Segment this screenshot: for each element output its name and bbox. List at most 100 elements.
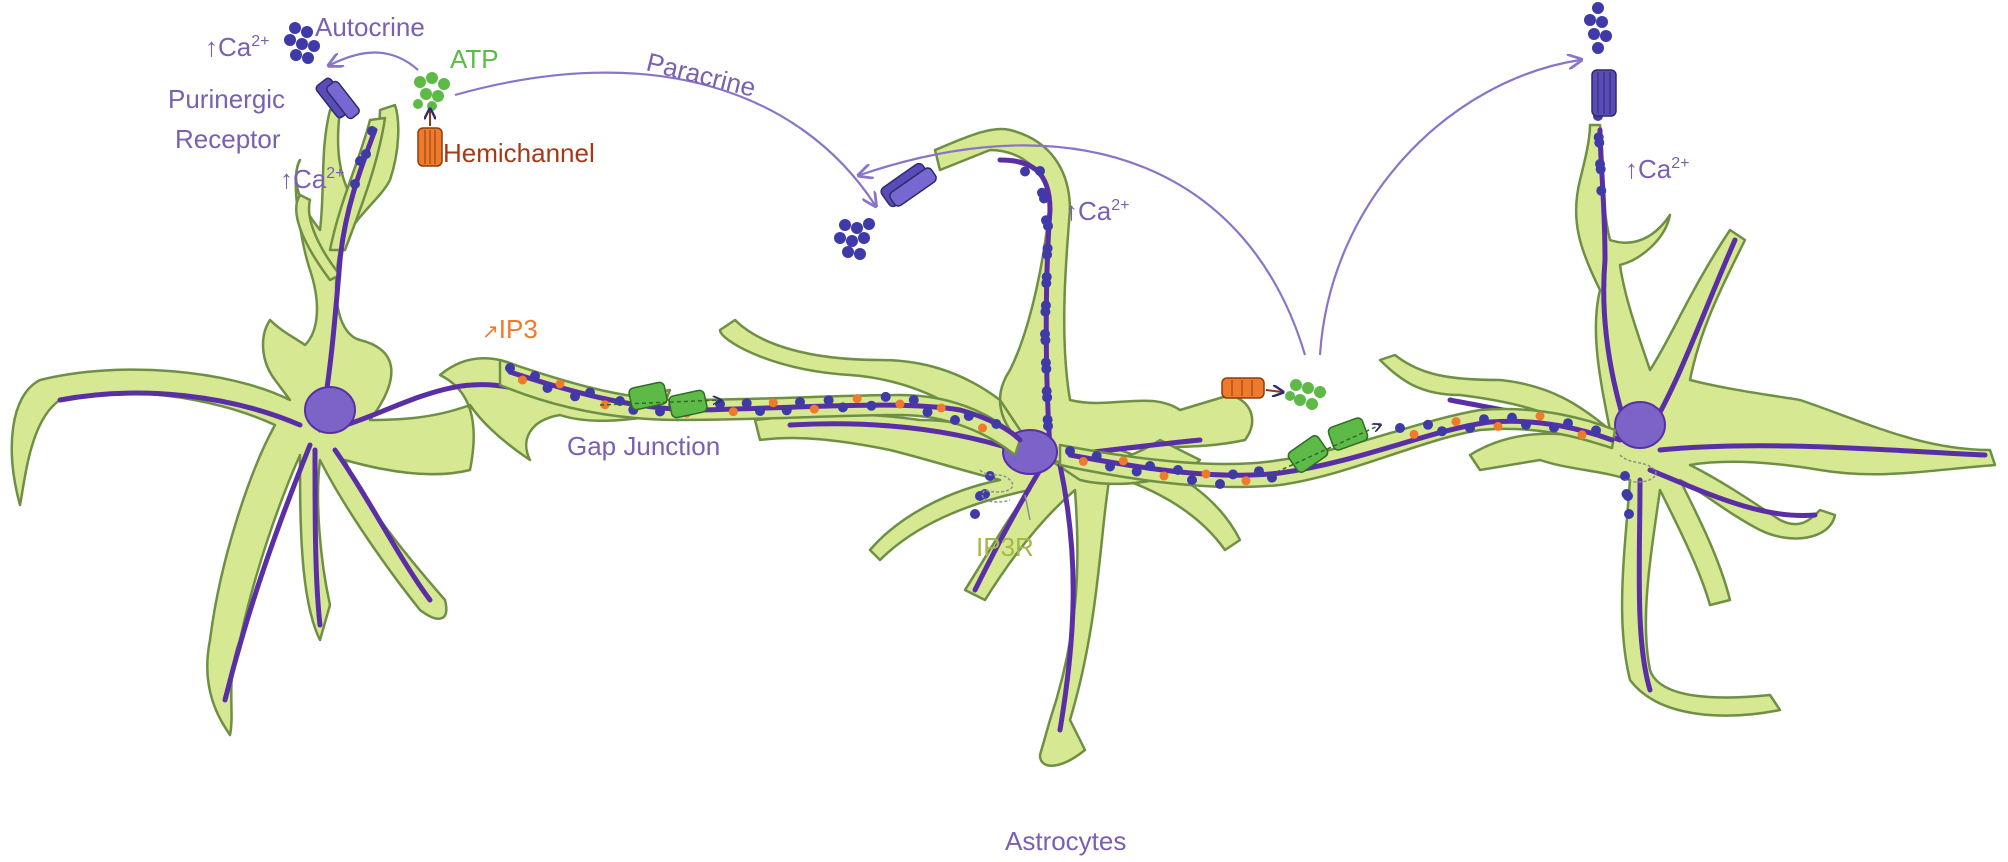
calcium-bead — [570, 391, 580, 402]
ip3-bead — [600, 400, 610, 410]
calcium-bead — [741, 398, 752, 409]
nucleus-icon — [304, 386, 356, 434]
hemichannel-icon — [417, 110, 443, 167]
autocrine-label: Autocrine — [315, 12, 425, 42]
calcium-bead — [1042, 414, 1053, 425]
ip3-bead — [1535, 411, 1545, 421]
calcium-bead — [1596, 185, 1607, 196]
hemichannel-icon — [1221, 377, 1282, 399]
astrocyte-left — [10, 103, 672, 737]
gap-junction-label: Gap Junction — [567, 431, 720, 461]
calcium-bead — [1040, 300, 1051, 311]
purinergic-receptor-icon — [1591, 69, 1617, 117]
calcium-bead — [1254, 466, 1264, 477]
calcium-bead — [355, 156, 365, 166]
calcium-bead — [1131, 466, 1142, 477]
calcium-bead — [542, 383, 553, 393]
calcium-bead — [1037, 187, 1047, 198]
calcium-label-right: ↑Ca2+ — [1625, 154, 1690, 184]
calcium-bead — [950, 415, 960, 425]
calcium-cluster-icon — [834, 218, 875, 260]
calcium-bead — [1041, 386, 1052, 397]
ip3-bead — [555, 379, 565, 389]
calcium-bead — [585, 387, 595, 398]
purinergic-receptor-icon — [315, 77, 360, 120]
calcium-bead — [1035, 166, 1045, 176]
paracrine-right-arrow — [1318, 60, 1580, 356]
calcium-bead — [837, 402, 848, 413]
calcium-bead — [1591, 425, 1601, 436]
hemichannel-label: Hemichannel — [443, 138, 595, 168]
calcium-bead — [922, 407, 933, 417]
calcium-bead — [1479, 414, 1489, 425]
ip3-bead — [518, 375, 527, 385]
autocrine-arrow — [330, 51, 419, 71]
ip3-bead — [728, 407, 738, 417]
astrocyte-middle — [718, 127, 1254, 767]
calcium-bead — [1020, 166, 1030, 177]
ip3r-label: IP3R — [976, 532, 1034, 562]
ip3-bead — [1409, 429, 1419, 439]
calcium-bead — [975, 491, 985, 501]
purinergic-receptor-label-line1: Purinergic — [168, 84, 285, 114]
calcium-bead — [1620, 471, 1630, 481]
calcium-bead — [1105, 461, 1115, 472]
calcium-bead — [1145, 461, 1155, 471]
ip3-bead — [1451, 417, 1461, 427]
calcium-bead — [1187, 475, 1197, 485]
calcium-bead — [908, 395, 919, 405]
gap-junction-icon — [1269, 417, 1380, 476]
calcium-bead — [1065, 446, 1075, 456]
ip3-bead — [1078, 457, 1088, 466]
calcium-bead — [1594, 137, 1605, 148]
ip3-label: ↗IP3 — [482, 314, 538, 344]
calcium-bead — [1623, 491, 1633, 501]
ip3-bead — [1201, 469, 1211, 479]
calcium-bead — [963, 411, 974, 421]
ip3-bead — [1159, 471, 1169, 481]
ip3-bead — [936, 403, 946, 413]
atp-cluster-icon — [1285, 379, 1326, 410]
calcium-bead — [1563, 418, 1573, 429]
calcium-cluster-icon — [284, 22, 320, 64]
calcium-bead — [1041, 215, 1051, 226]
calcium-bead — [1521, 419, 1531, 430]
calcium-bead — [1549, 422, 1559, 433]
calcium-bead — [1228, 469, 1238, 480]
ip3-bead — [1118, 456, 1128, 466]
calcium-bead — [755, 406, 765, 416]
calcium-bead — [361, 149, 371, 159]
ip3-receptor-icon — [979, 454, 1657, 521]
calcium-ip3-beads — [350, 111, 1634, 519]
calcium-bead — [823, 395, 834, 406]
calcium-bead — [1267, 472, 1277, 483]
calcium-bead — [1507, 412, 1517, 423]
calcium-label-middle: ↑Ca2+ — [1065, 196, 1130, 226]
calcium-bead — [1040, 357, 1051, 368]
calcium-bead — [1595, 164, 1606, 175]
calcium-bead — [1173, 465, 1183, 475]
purinergic-receptor-icon — [880, 162, 937, 208]
calcium-bead — [991, 419, 1002, 429]
calcium-bead — [1091, 451, 1102, 461]
ip3-bead — [768, 398, 778, 408]
atp-cluster-icon — [413, 72, 450, 111]
calcium-bead — [1042, 243, 1053, 254]
calcium-bead — [1041, 271, 1052, 282]
calcium-bead — [880, 391, 891, 402]
calcium-bead — [1423, 419, 1433, 430]
calcium-bead — [1395, 423, 1405, 433]
calcium-bead — [655, 406, 665, 417]
calcium-bead — [985, 471, 995, 481]
calcium-cluster-icon — [1584, 2, 1612, 54]
ip3-bead — [1577, 430, 1587, 440]
calcium-bead — [1215, 479, 1225, 489]
calcium-bead — [866, 400, 877, 411]
calcium-bead — [1465, 423, 1475, 433]
paracrine-return-arrow — [860, 144, 1307, 356]
calcium-bead — [795, 397, 805, 407]
calcium-bead — [530, 371, 540, 381]
calcium-bead — [350, 179, 360, 189]
gap-junction-icon — [599, 381, 720, 419]
